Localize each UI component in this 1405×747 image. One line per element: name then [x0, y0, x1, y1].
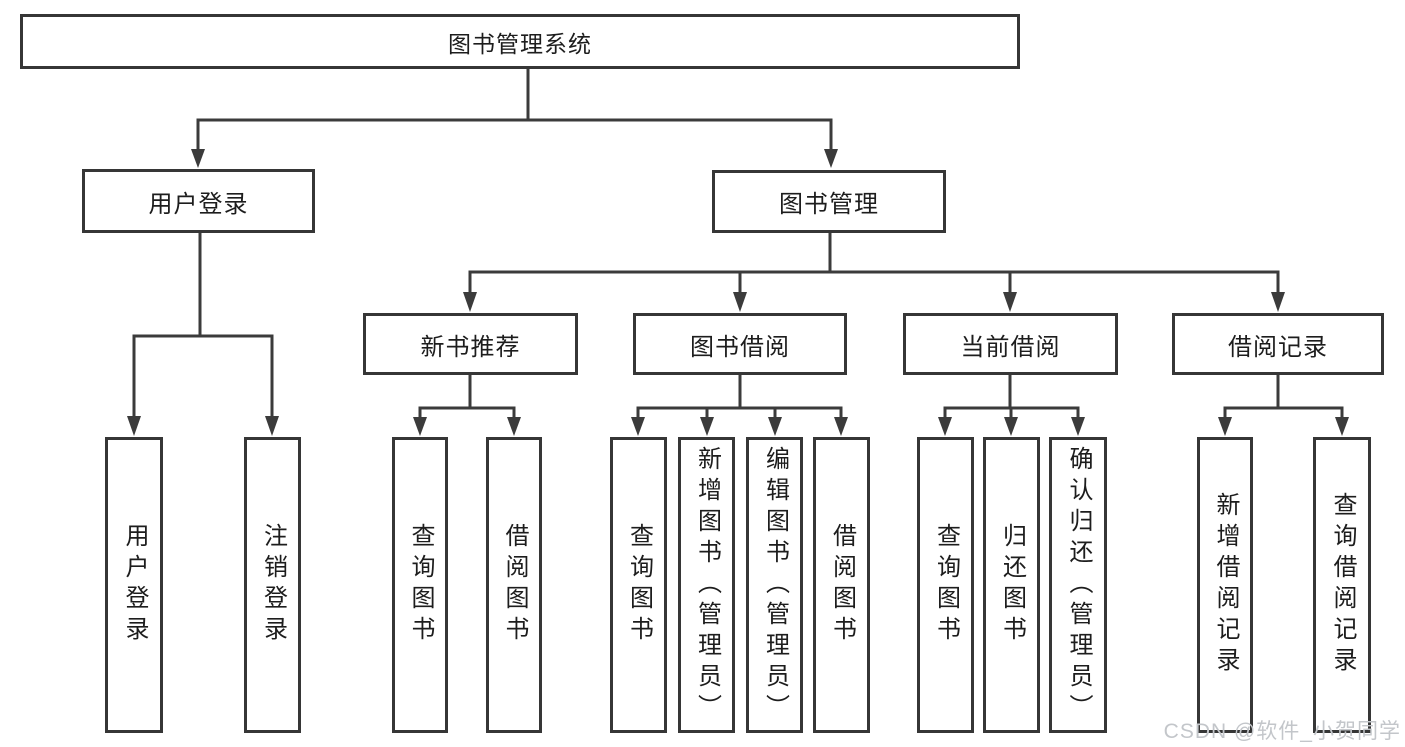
- node-label: 用户登录: [121, 523, 148, 647]
- node-label: 查询图书: [932, 523, 960, 647]
- node-book-management: 图书管理: [712, 170, 946, 233]
- leaf-confirm-return-admin: 确认归还（管理员）: [1049, 437, 1107, 733]
- node-label: 查询图书: [407, 523, 434, 647]
- node-label: 新增借阅记录: [1212, 492, 1239, 678]
- node-label: 图书管理系统: [448, 30, 592, 57]
- node-label: 注销登录: [259, 523, 287, 647]
- leaf-query-books: 查询图书: [392, 437, 448, 733]
- leaf-borrow-books: 借阅图书: [813, 437, 870, 733]
- node-label: 查询图书: [625, 523, 653, 647]
- node-label: 查询借阅记录: [1329, 492, 1356, 678]
- node-label: 借阅记录: [1228, 333, 1328, 361]
- node-current-borrowing: 当前借阅: [903, 313, 1118, 375]
- node-label: 用户登录: [148, 190, 249, 218]
- node-root-system: 图书管理系统: [20, 14, 1020, 69]
- node-label: 确认归还（管理员）: [1065, 445, 1092, 725]
- leaf-query-borrow-record: 查询借阅记录: [1313, 437, 1371, 733]
- node-user-login: 用户登录: [82, 169, 315, 233]
- leaf-add-book-admin: 新增图书（管理员）: [678, 437, 735, 733]
- node-label: 新书推荐: [420, 333, 521, 361]
- node-label: 图书借阅: [690, 333, 790, 361]
- node-label: 编辑图书（管理员）: [761, 445, 789, 725]
- leaf-query-books: 查询图书: [917, 437, 974, 733]
- leaf-edit-book-admin: 编辑图书（管理员）: [746, 437, 803, 733]
- node-label: 图书管理: [779, 191, 879, 218]
- node-label: 当前借阅: [960, 333, 1061, 361]
- leaf-user-login: 用户登录: [105, 437, 163, 733]
- leaf-return-book: 归还图书: [983, 437, 1040, 733]
- node-book-borrowing: 图书借阅: [633, 313, 847, 375]
- node-borrowing-records: 借阅记录: [1172, 313, 1384, 375]
- node-label: 借阅图书: [501, 523, 528, 647]
- leaf-add-borrow-record: 新增借阅记录: [1197, 437, 1253, 733]
- node-new-book-recommend: 新书推荐: [363, 313, 578, 375]
- csdn-watermark: CSDN @软件_小贺同学: [1163, 720, 1401, 743]
- leaf-query-books: 查询图书: [610, 437, 667, 733]
- node-label: 借阅图书: [828, 523, 856, 647]
- node-label: 新增图书（管理员）: [693, 445, 721, 725]
- node-label: 归还图书: [998, 523, 1026, 647]
- leaf-borrow-books: 借阅图书: [486, 437, 542, 733]
- leaf-logout: 注销登录: [244, 437, 301, 733]
